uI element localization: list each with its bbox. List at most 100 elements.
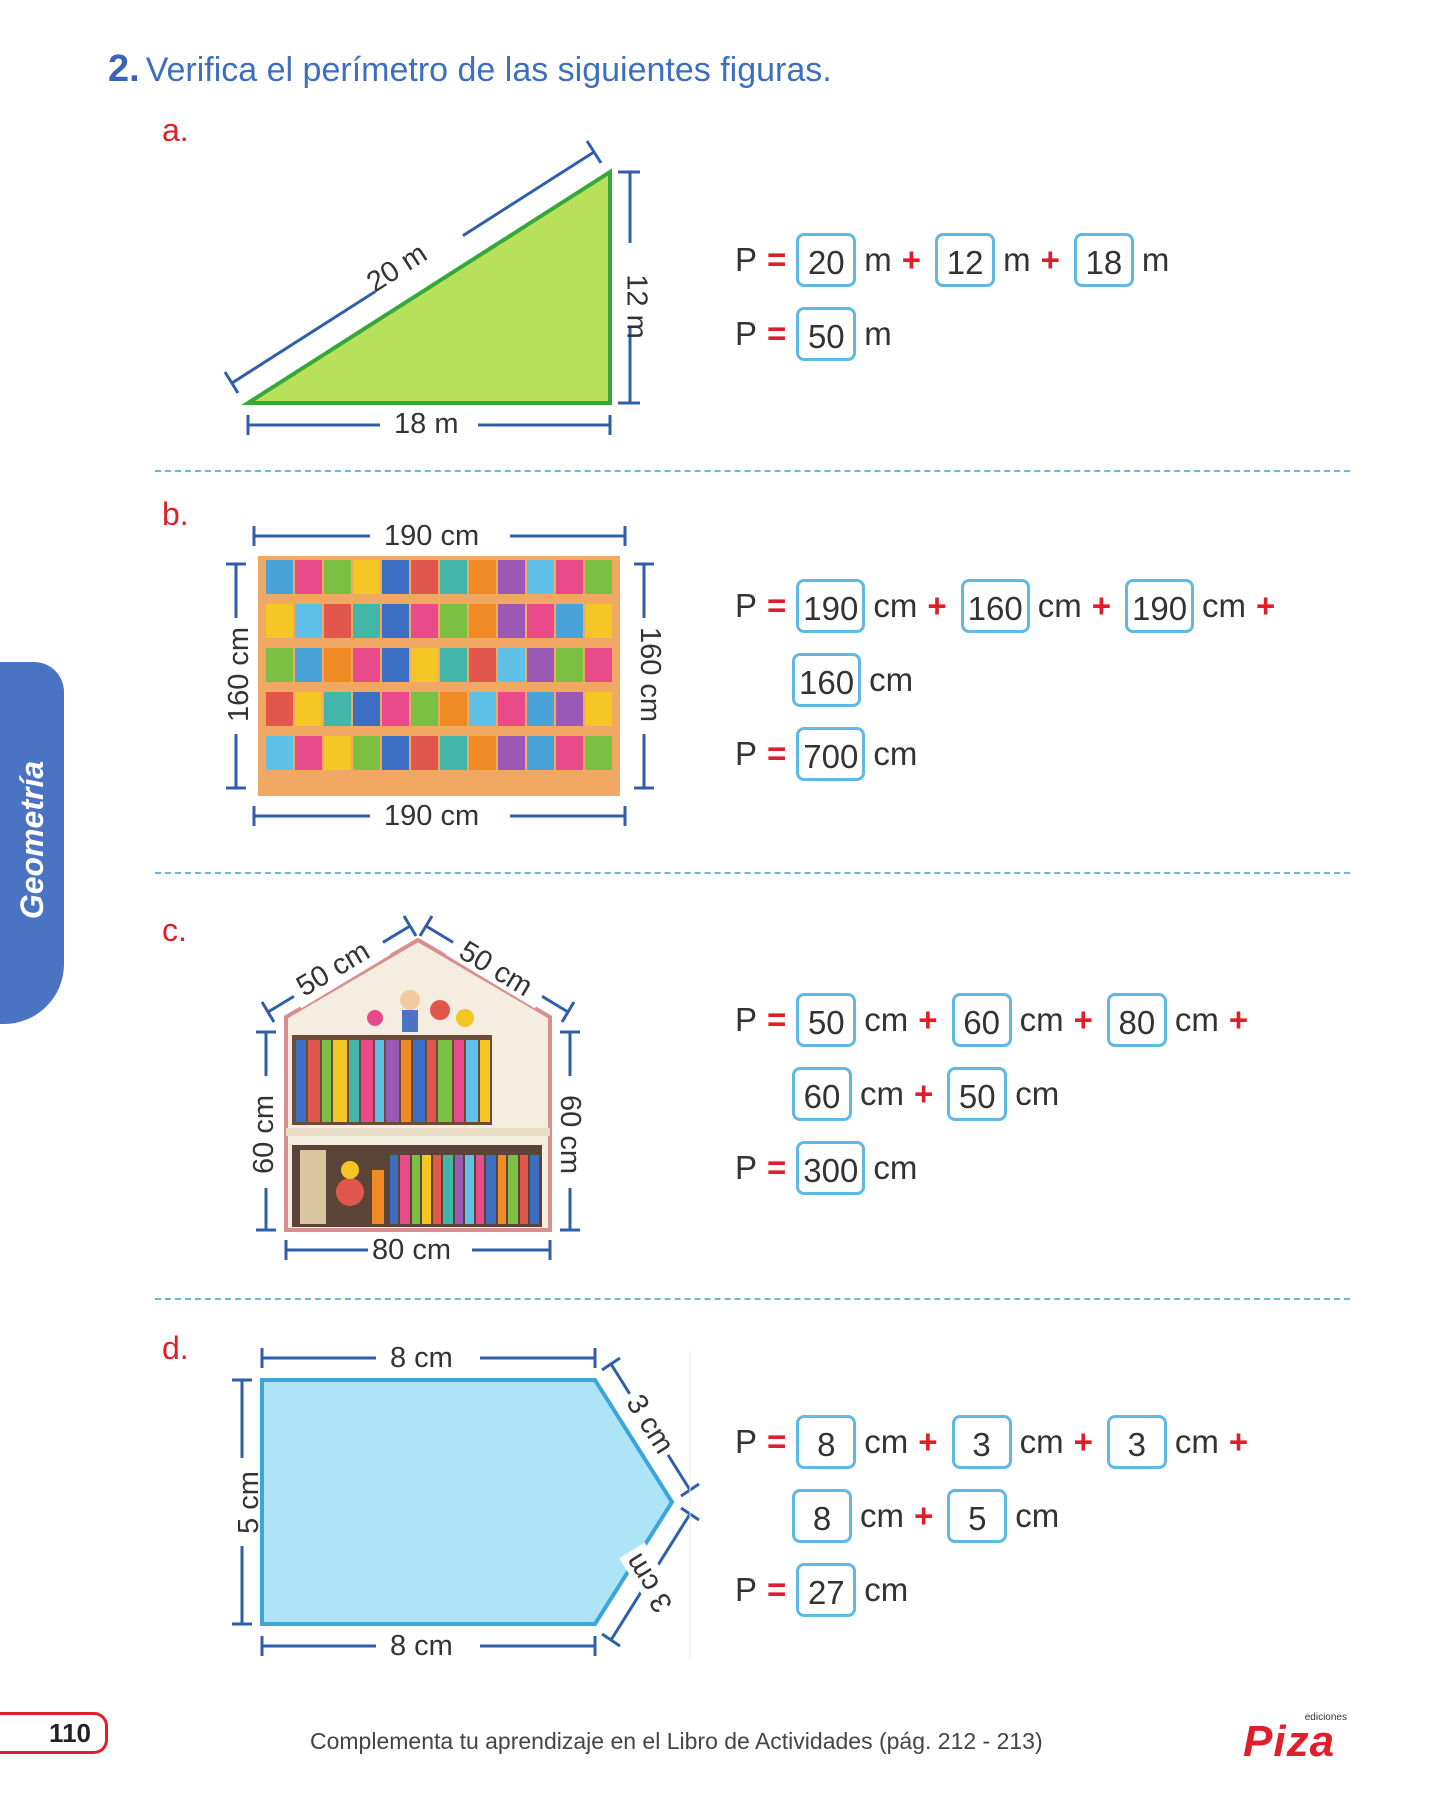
unit: m	[1141, 241, 1170, 278]
footer-note: Complementa tu aprendizaje en el Libro d…	[310, 1728, 1043, 1754]
answer-box: 60	[951, 993, 1012, 1047]
equals-sign: =	[767, 1149, 787, 1186]
unit: m	[864, 315, 892, 352]
answer-box: 20	[796, 233, 857, 287]
house-shelf-figure	[252, 915, 584, 1264]
unit: cm	[873, 735, 918, 772]
plus-sign: +	[918, 1001, 938, 1038]
unit: cm	[873, 587, 918, 624]
page-number: 110	[0, 1712, 108, 1754]
p-label: P	[735, 1423, 758, 1460]
dim-bottom: 80 cm	[372, 1234, 451, 1266]
plus-sign: +	[927, 587, 947, 624]
dim-left: 160 cm	[223, 626, 256, 723]
unit: cm	[1019, 1423, 1064, 1460]
unit: m	[864, 241, 892, 278]
p-label: P	[735, 315, 758, 352]
unit: cm	[1202, 587, 1247, 624]
unit: cm	[1037, 587, 1082, 624]
side-tab	[0, 662, 64, 1024]
answer-box: 18	[1073, 233, 1134, 287]
exercise-instruction: Verifica el perímetro de las siguientes …	[145, 51, 832, 89]
plus-sign: +	[1040, 241, 1060, 278]
plus-sign: +	[1256, 587, 1276, 624]
separator	[155, 1298, 1350, 1300]
equals-sign: =	[767, 1001, 787, 1038]
exercise-number: 2.	[108, 48, 140, 90]
exercise-heading: 2.Verifica el perímetro de las siguiente…	[108, 48, 832, 91]
dim-base: 18 m	[394, 408, 459, 440]
p-label: P	[735, 241, 758, 278]
triangle-shape	[241, 168, 612, 405]
answer-box: 27	[796, 1563, 857, 1617]
answer-box: 190	[796, 579, 866, 633]
plus-sign: +	[1073, 1001, 1093, 1038]
plus-sign: +	[901, 241, 922, 278]
equals-sign: =	[767, 1423, 787, 1460]
equals-sign: =	[767, 587, 787, 624]
unit: cm	[1174, 1423, 1219, 1460]
unit: m	[1003, 241, 1031, 278]
unit: cm	[1015, 1497, 1060, 1534]
separator	[155, 872, 1350, 874]
dim-top: 8 cm	[390, 1342, 453, 1374]
unit: cm	[1174, 1001, 1219, 1038]
dim-right: 160 cm	[634, 626, 667, 723]
dim-left: 60 cm	[247, 1095, 280, 1174]
p-label: P	[735, 735, 758, 772]
answer-box: 8	[796, 1415, 857, 1469]
bookshelf-dimensions	[222, 522, 658, 830]
answer-box: 50	[796, 307, 857, 361]
answer-box: 160	[960, 579, 1030, 633]
answer-box: 80	[1106, 993, 1167, 1047]
equals-sign: =	[767, 315, 787, 352]
plus-sign: +	[1091, 587, 1111, 624]
plus-sign: +	[914, 1075, 934, 1112]
p-label: P	[735, 1001, 758, 1038]
answer-box: 8	[792, 1489, 852, 1543]
plus-sign: +	[1073, 1423, 1093, 1460]
p-label: P	[735, 1149, 758, 1186]
problem-b-letter: b.	[162, 496, 189, 532]
unit: cm	[1015, 1075, 1060, 1112]
equals-sign: =	[767, 735, 787, 772]
dim-bottom: 190 cm	[384, 800, 480, 832]
answer-box: 50	[947, 1067, 1008, 1121]
pentagon-figure	[228, 1344, 700, 1660]
unit: cm	[860, 1075, 904, 1112]
separator	[155, 470, 1350, 472]
unit: cm	[873, 1149, 918, 1186]
dim-left: 5 cm	[232, 1471, 265, 1534]
plus-sign: +	[914, 1497, 934, 1534]
unit: cm	[869, 661, 914, 698]
plus-sign: +	[1228, 1001, 1249, 1038]
side-tab-label: Geometría	[14, 760, 50, 920]
logo-small-text: ediciones	[1304, 1712, 1347, 1723]
dim-top: 190 cm	[384, 520, 480, 552]
dim-bottom: 8 cm	[390, 1630, 453, 1662]
dim-right: 60 cm	[553, 1095, 586, 1174]
answer-box: 160	[792, 653, 862, 707]
equals-sign: =	[767, 1571, 787, 1608]
problem-a-letter: a.	[162, 112, 189, 148]
unit: cm	[1019, 1001, 1064, 1038]
plus-sign: +	[1228, 1423, 1249, 1460]
unit: cm	[864, 1571, 909, 1608]
unit: cm	[860, 1497, 904, 1534]
unit: cm	[864, 1423, 909, 1460]
p-label: P	[735, 1571, 758, 1608]
problem-c-letter: c.	[162, 912, 187, 948]
plus-sign: +	[918, 1423, 938, 1460]
answer-box: 3	[951, 1415, 1012, 1469]
answer-box: 5	[947, 1489, 1008, 1543]
answer-box: 3	[1106, 1415, 1167, 1469]
logo-main-text: Piza	[1243, 1717, 1336, 1766]
answer-box: 12	[935, 233, 996, 287]
